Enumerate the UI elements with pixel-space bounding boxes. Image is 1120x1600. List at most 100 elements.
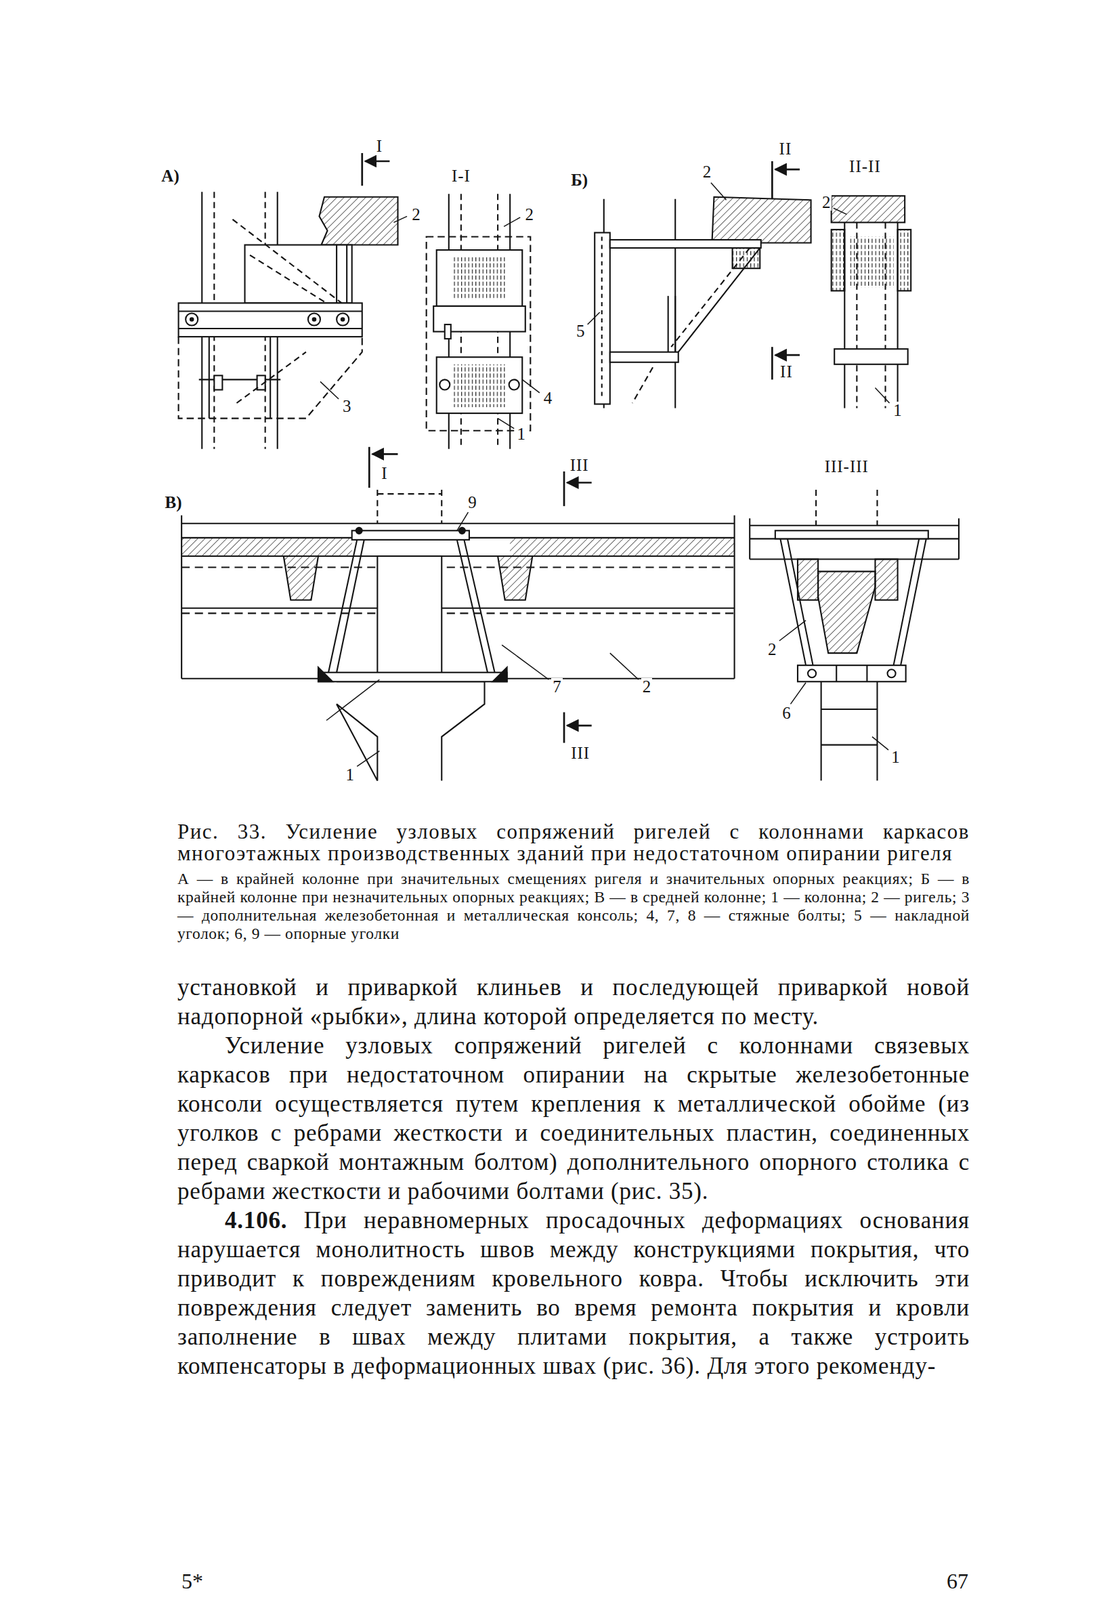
body-paragraph: 4.106. При неравномерных просадочных деф…	[177, 1205, 970, 1381]
section-marker	[563, 471, 566, 506]
body-paragraph: установкой и приваркой клиньев и последу…	[177, 972, 970, 1031]
column-v	[376, 489, 378, 524]
section-iii-iii	[835, 664, 837, 682]
leader-line	[872, 736, 889, 751]
text-column: Рис. 33. Усиление узловых сопряжений риг…	[177, 820, 970, 1381]
bracket-a	[190, 317, 194, 321]
bracket-a	[249, 255, 327, 304]
page-signature: 5*	[181, 1569, 204, 1592]
support-angles-v	[318, 672, 508, 682]
bracket-b	[610, 352, 679, 363]
section-iii-iii	[874, 558, 898, 600]
bracket-b	[678, 247, 761, 353]
slab-and-beam	[509, 537, 735, 556]
leader-line	[497, 418, 514, 429]
column-v	[377, 492, 442, 495]
body-paragraph: Усиление узловых сопряжений ригелей с ко…	[177, 1030, 970, 1206]
page-number: 67	[946, 1569, 969, 1592]
callout-number: 2	[410, 205, 422, 223]
section-iii-iii	[821, 708, 878, 710]
callout-number: 3	[341, 397, 353, 415]
section-i-i	[451, 364, 507, 407]
support-angles-v	[459, 527, 466, 534]
support-angles-v	[463, 539, 495, 673]
bracket-b	[594, 232, 762, 404]
bracket-b	[610, 239, 762, 248]
section-iii-iii	[876, 681, 878, 781]
leader-line	[501, 644, 549, 680]
clause-number: 4.106.	[224, 1206, 288, 1234]
leader-line	[320, 182, 890, 767]
leader-line	[587, 312, 600, 325]
callout-number: 2	[766, 640, 779, 658]
callout-number: 2	[524, 205, 536, 223]
section-iii-iii	[807, 669, 816, 678]
body-paragraph-text: При неравномерных просадочных деформация…	[177, 1206, 970, 1379]
section-iii-iii	[749, 557, 959, 560]
space	[287, 1206, 304, 1234]
section-iii-iii	[787, 538, 814, 665]
section-mark: II	[778, 362, 795, 380]
section-ii-ii	[831, 229, 846, 291]
slab-and-beam	[180, 515, 183, 679]
section-i-i	[436, 356, 523, 414]
section-i-i	[444, 324, 451, 339]
section-marker	[567, 724, 592, 727]
bracket-b	[667, 295, 670, 353]
bracket-a	[185, 312, 198, 326]
column-b	[674, 199, 676, 409]
bracket-a	[335, 245, 338, 304]
section-i-i	[509, 379, 520, 390]
slab-and-beam	[181, 537, 353, 556]
slab-and-beam	[497, 555, 533, 600]
column-v	[336, 681, 485, 781]
support-angles-v	[318, 527, 508, 682]
callout-number: 1	[515, 425, 528, 443]
leader-line	[503, 217, 521, 227]
callout-number: 6	[780, 704, 793, 722]
callout-number: 2	[641, 677, 653, 695]
section-iii-iii	[820, 681, 823, 781]
section-marker	[775, 168, 800, 171]
section-iii-iii	[749, 489, 959, 781]
section-marker	[368, 446, 371, 488]
section-marker	[360, 153, 363, 186]
callout-number: 9	[466, 493, 479, 511]
bracket-b	[594, 232, 611, 404]
leader-line	[833, 207, 848, 214]
callout-number: 1	[891, 401, 904, 419]
callout-number: 4	[542, 389, 554, 407]
section-iii-iii	[817, 571, 875, 654]
technical-drawing	[178, 153, 959, 781]
leader-line	[522, 379, 540, 393]
section-iii-iii	[797, 558, 818, 600]
support-angles-v	[356, 527, 363, 534]
section-iii-iii	[887, 669, 896, 678]
leader-line	[610, 652, 639, 680]
support-angles-v	[336, 539, 365, 673]
section-title: II-II	[847, 157, 883, 175]
panel-letter: В)	[163, 493, 184, 511]
leader-line	[457, 511, 469, 531]
section-title: III-III	[823, 457, 871, 475]
figure-legend: А — в крайней колонне при значительных с…	[177, 869, 970, 943]
callout-number: 2	[701, 163, 714, 181]
section-i-i	[439, 379, 450, 390]
bracket-a	[232, 219, 342, 304]
column-b	[604, 199, 676, 409]
callout-number: 5	[574, 322, 587, 340]
slab-and-beam	[181, 515, 735, 679]
section-i-i	[426, 193, 531, 449]
support-angles-v	[492, 666, 508, 682]
leader-line	[779, 620, 806, 641]
callout-number: 1	[343, 765, 356, 783]
section-ii-ii	[831, 195, 911, 408]
leader-line	[356, 750, 380, 767]
leader-line	[711, 182, 727, 201]
bracket-a	[178, 310, 363, 312]
section-marker	[771, 346, 774, 380]
slab-and-beam	[181, 566, 735, 568]
panel-letter: Б)	[569, 171, 590, 189]
section-ii-ii	[848, 236, 894, 288]
slab-and-beam	[181, 612, 735, 614]
